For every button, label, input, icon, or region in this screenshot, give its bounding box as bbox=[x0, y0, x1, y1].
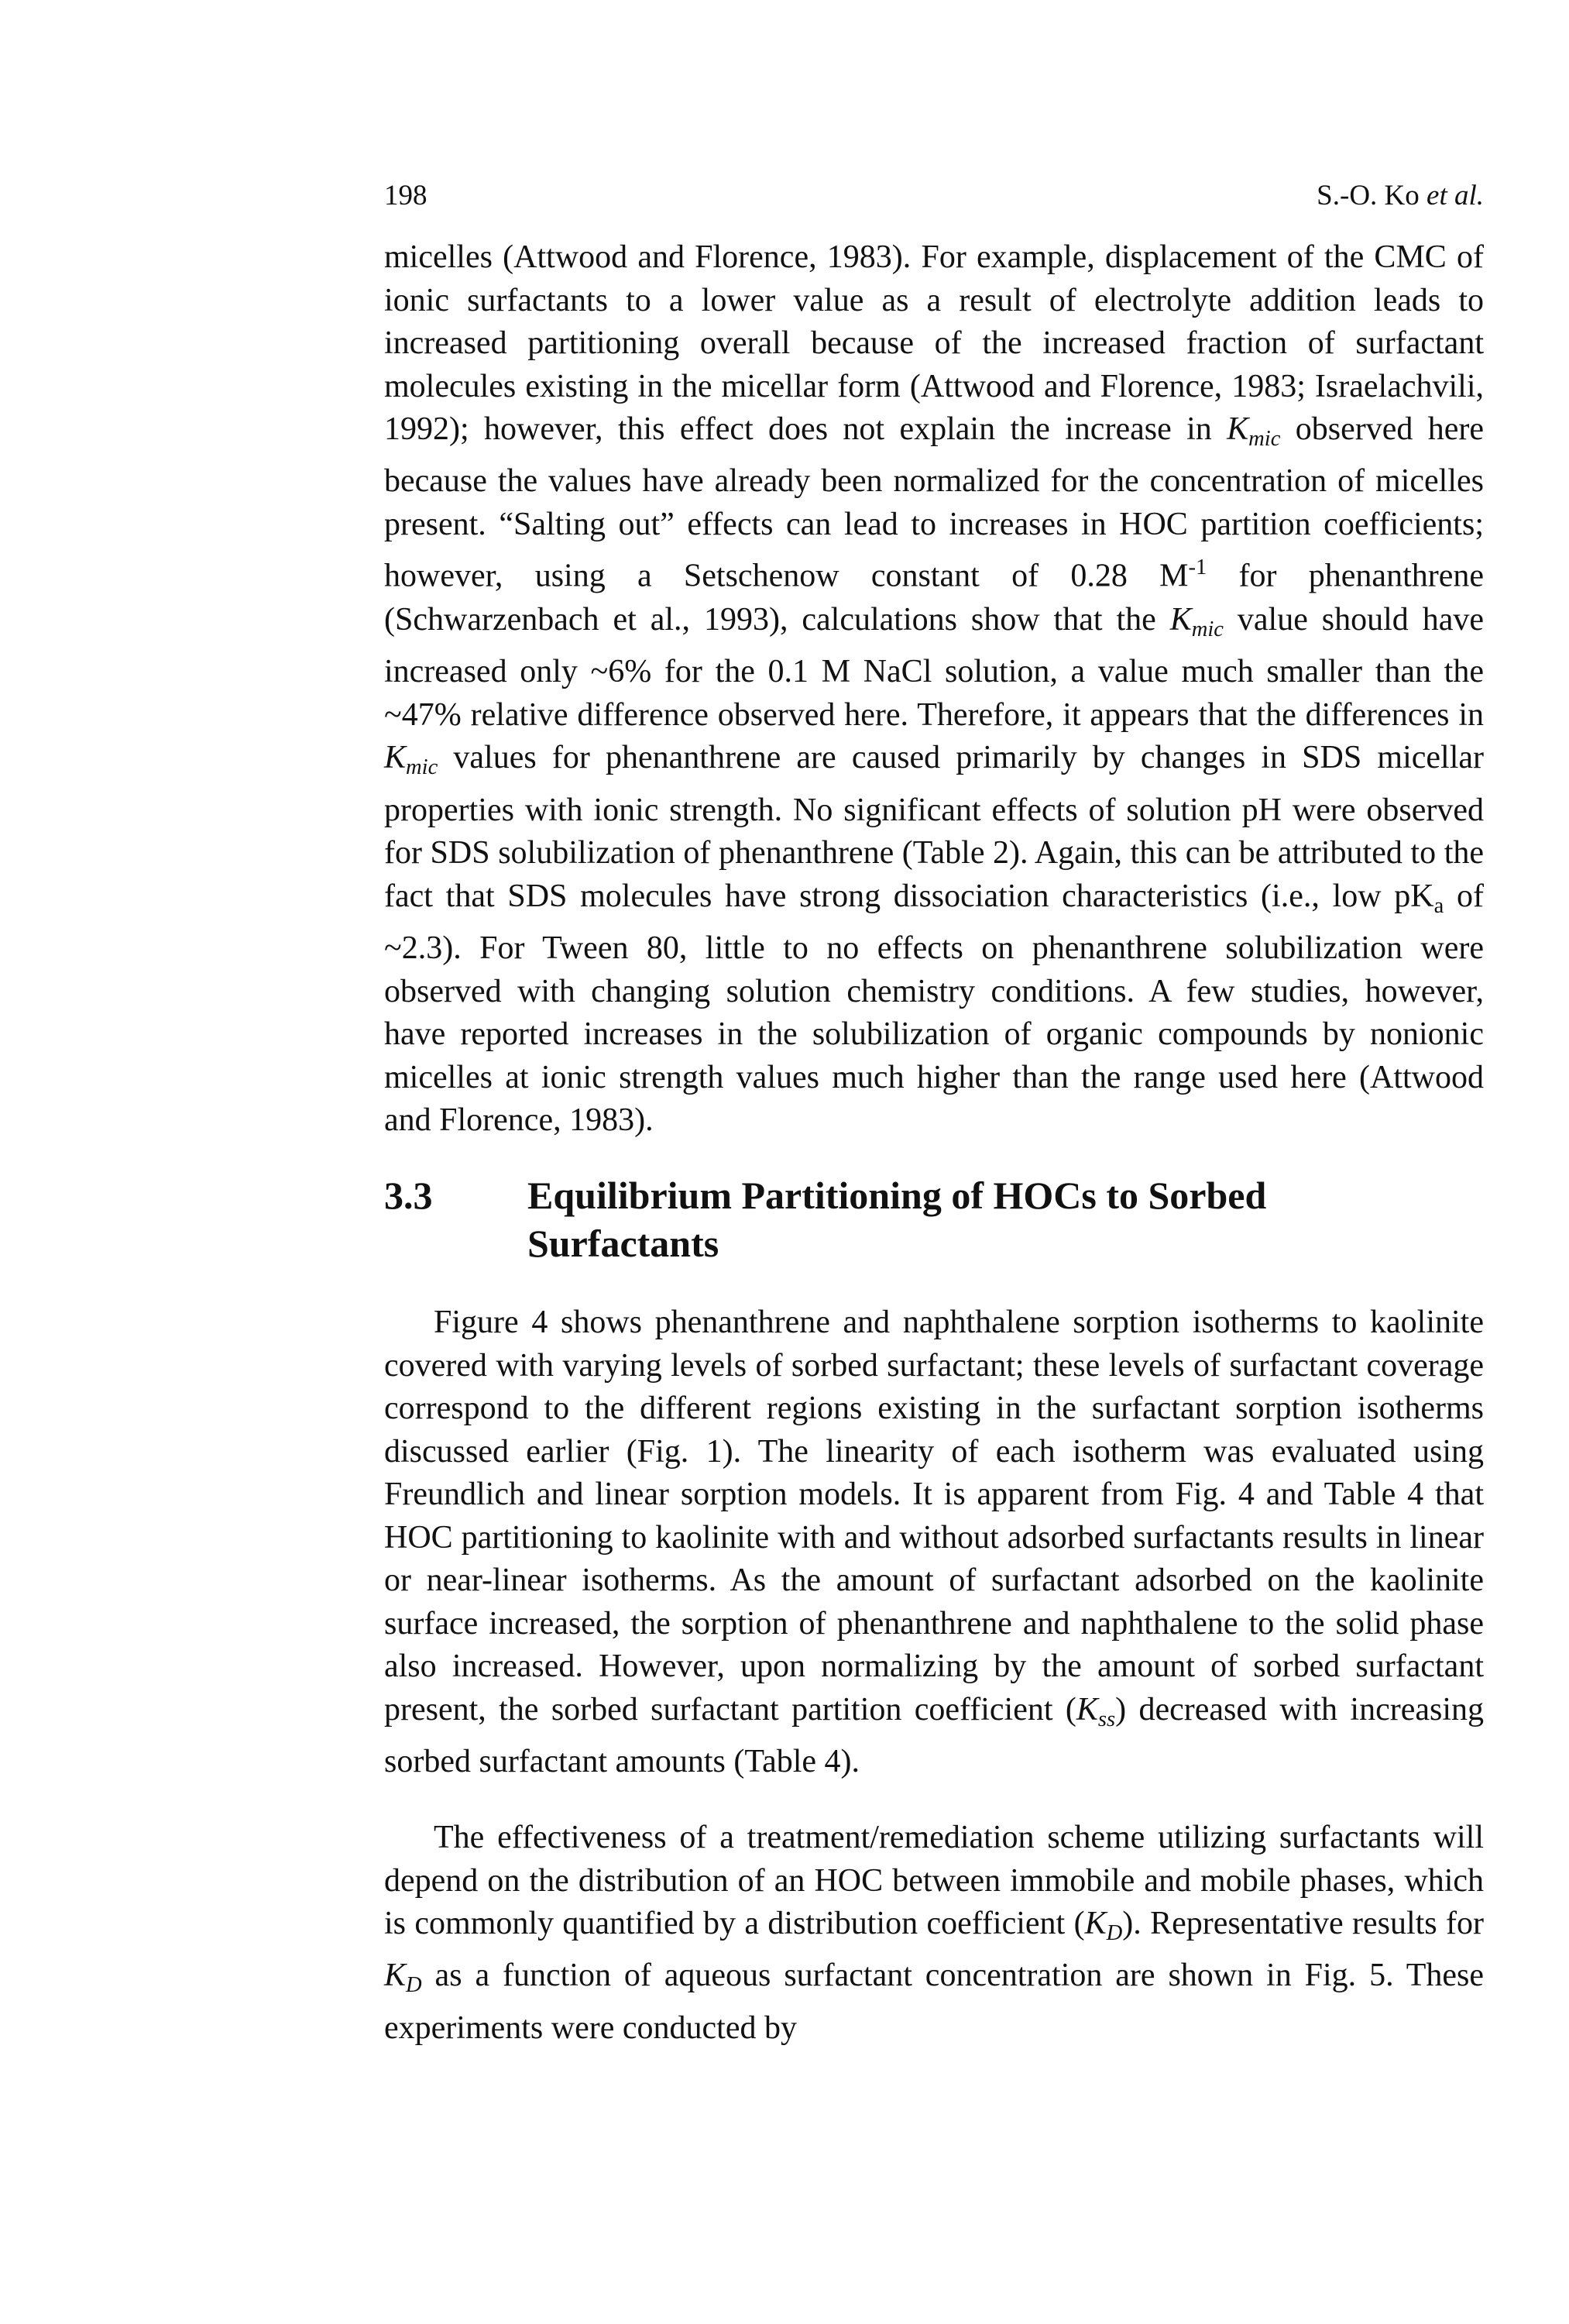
paragraph-text: Figure 4 shows phenanthrene and naphthal… bbox=[384, 1305, 1484, 1728]
superscript: -1 bbox=[1188, 555, 1207, 580]
pka-subscript: a bbox=[1433, 893, 1444, 918]
section-title: Equilibrium Partitioning of HOCs to Sorb… bbox=[527, 1174, 1267, 1265]
et-al: et al. bbox=[1427, 180, 1484, 211]
paragraph-text: ). Representative results for bbox=[1122, 1906, 1484, 1941]
body-text-continued: micelles (Attwood and Florence, 1983). F… bbox=[384, 236, 1484, 1143]
paragraph-text: The effectiveness of a treatment/remedia… bbox=[384, 1820, 1484, 1941]
kmic-symbol: Kmic bbox=[384, 740, 438, 780]
paragraph-text: observed here because the values have al… bbox=[384, 411, 1484, 595]
paragraph-text: values for phenanthrene are caused prima… bbox=[384, 740, 1484, 914]
running-header: 198 S.-O. Ko et al. bbox=[384, 177, 1484, 215]
section-body-first: Figure 4 shows phenanthrene and naphthal… bbox=[384, 1301, 1484, 1783]
paragraph-text: value should have increased only ~6% for… bbox=[384, 601, 1485, 733]
kss-symbol: Kss bbox=[1076, 1691, 1116, 1731]
paragraph-text: ) decreased with increasing sorbed surfa… bbox=[384, 1691, 1484, 1779]
page-number: 198 bbox=[384, 180, 427, 211]
section-body-second: The effectiveness of a treatment/remedia… bbox=[384, 1817, 1484, 2050]
paragraph-text: for phenanthrene (Schwarzenbach et al., … bbox=[384, 559, 1485, 638]
paragraph-text: of ~2.3). For Tween 80, little to no eff… bbox=[384, 878, 1484, 1139]
paragraph-text: micelles (Attwood and Florence, 1983). F… bbox=[384, 239, 1484, 447]
kmic-symbol: Kmic bbox=[1169, 601, 1224, 641]
paragraph-distribution-coefficient: The effectiveness of a treatment/remedia… bbox=[384, 1817, 1484, 2050]
section-number: 3.3 bbox=[384, 1174, 433, 1217]
paragraph-salinity-effects: micelles (Attwood and Florence, 1983). F… bbox=[384, 236, 1484, 1143]
author-name: S.-O. Ko bbox=[1317, 180, 1420, 211]
kd-symbol: KD bbox=[1084, 1906, 1123, 1945]
running-author: S.-O. Ko et al. bbox=[1317, 177, 1484, 215]
kmic-symbol: Kmic bbox=[1227, 411, 1281, 451]
paragraph-text: as a function of aqueous surfactant conc… bbox=[384, 1958, 1484, 2046]
paragraph-sorption-isotherms: Figure 4 shows phenanthrene and naphthal… bbox=[384, 1301, 1484, 1783]
kd-symbol: KD bbox=[384, 1958, 422, 1998]
